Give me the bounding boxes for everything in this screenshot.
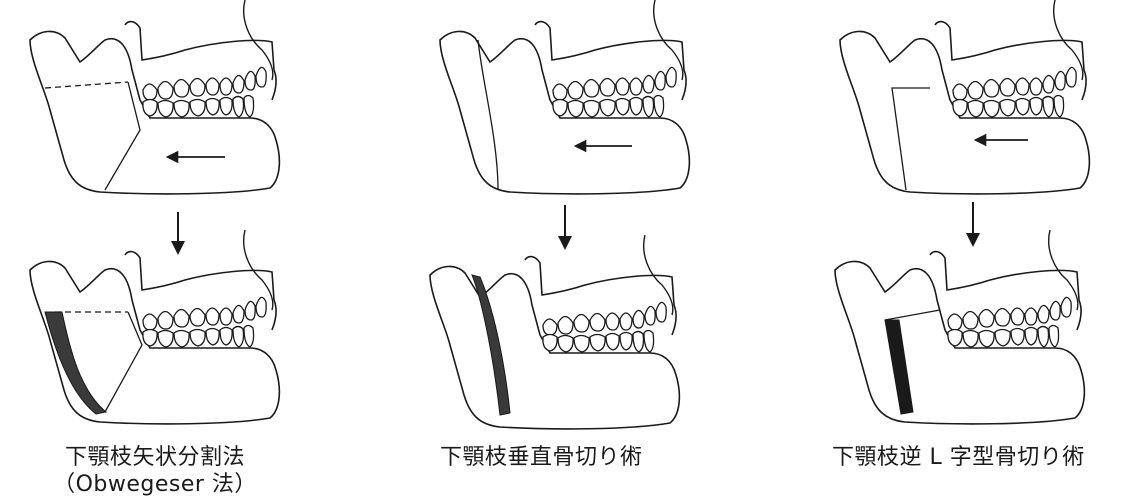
sagittal-split-illustration bbox=[0, 0, 330, 440]
jaw-before bbox=[30, 0, 279, 194]
caption-vertical-ramus: 下顎枝垂直骨切り術 bbox=[440, 444, 643, 471]
vertical-ramus-illustration bbox=[390, 0, 730, 440]
caption-line-1: 下顎枝逆 L 字型骨切り術 bbox=[832, 444, 1085, 471]
caption-inverted-l: 下顎枝逆 L 字型骨切り術 bbox=[832, 444, 1085, 471]
jaw-before bbox=[440, 0, 689, 194]
panel-vertical-ramus: 下顎枝垂直骨切り術 bbox=[390, 0, 730, 495]
caption-line-1: 下顎枝垂直骨切り術 bbox=[440, 444, 643, 471]
jaw-after bbox=[430, 235, 679, 429]
panel-sagittal-split: 下顎枝矢状分割法 （Obwegeser 法） bbox=[0, 0, 330, 495]
jaw-after bbox=[30, 230, 279, 424]
jaw-before bbox=[840, 0, 1089, 194]
caption-line-1: 下顎枝矢状分割法 bbox=[40, 444, 270, 471]
jaw-after bbox=[835, 230, 1084, 424]
inverted-l-illustration bbox=[790, 0, 1132, 440]
caption-line-2: （Obwegeser 法） bbox=[40, 471, 270, 498]
caption-sagittal-split: 下顎枝矢状分割法 （Obwegeser 法） bbox=[40, 444, 270, 498]
panel-inverted-l: 下顎枝逆 L 字型骨切り術 bbox=[790, 0, 1132, 495]
